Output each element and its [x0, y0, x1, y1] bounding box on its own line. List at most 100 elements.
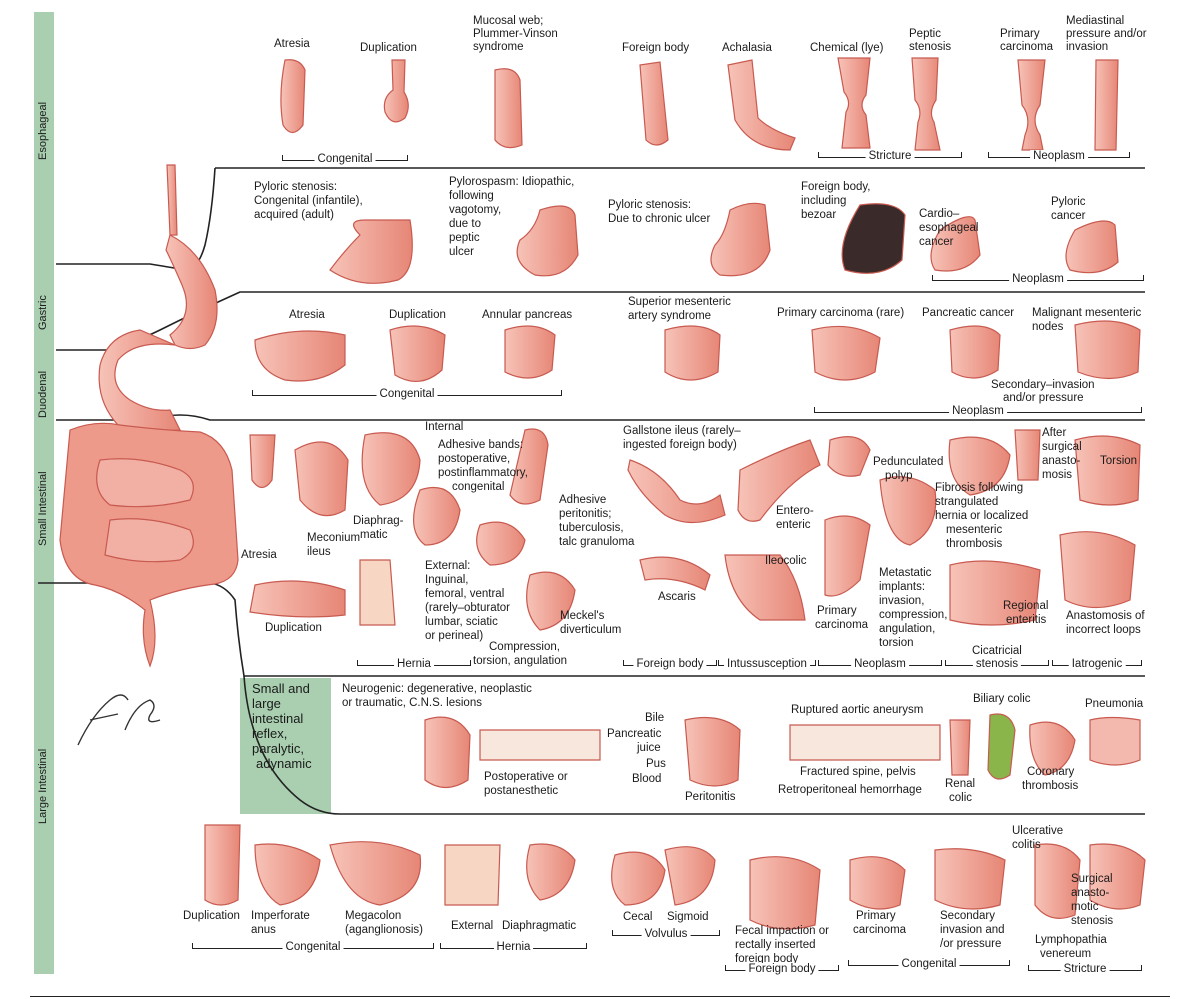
label-large-external: External	[451, 920, 494, 932]
label-cicatricial: Cicatricial	[972, 645, 1022, 657]
label-postoperative-2: postanesthetic	[484, 785, 559, 797]
label-large-secondary-1: Secondary	[940, 910, 995, 922]
label-pyloric-cancer-2: cancer	[1051, 210, 1086, 222]
label-regional-enteritis-1: Regional	[1003, 600, 1049, 612]
label-pylorospasm-2: following	[449, 190, 494, 202]
label-after-surgical-2: surgical	[1042, 441, 1082, 453]
label-diaphragmatic-2: matic	[360, 529, 388, 541]
label-adhesive-peritonitis-4: talc granuloma	[559, 536, 635, 548]
label-coronary-2: thrombosis	[1022, 780, 1079, 792]
label-mucosal-web-3: syndrome	[473, 41, 524, 53]
bracket-duodenal-neoplasm: Neoplasm	[814, 405, 1142, 418]
adynamic-line-6: adynamic	[256, 756, 312, 771]
adynamic-line-3: intestinal	[252, 711, 304, 726]
label-external-hernia-3: femoral, ventral	[425, 588, 505, 600]
label-gastric-foreign-body-1: Foreign body,	[801, 181, 871, 193]
label-meconium-1: Meconium	[307, 532, 361, 544]
adynamic-line-5: paralytic,	[252, 741, 305, 756]
bracket-large-congenital: Congenital	[192, 941, 434, 954]
label-pancreatic-2: juice	[637, 742, 661, 754]
label-esophageal-duplication: Duplication	[360, 42, 417, 54]
bracket-large-foreign-body: Foreign body	[725, 963, 839, 976]
label-adhesive-peritonitis-3: tuberculosis,	[559, 522, 624, 534]
bracket-small-foreign-body: Foreign body	[623, 658, 717, 671]
label-mediastinal-1: Mediastinal	[1066, 15, 1125, 27]
label-external-hernia-4: (rarely–obturator	[425, 602, 511, 614]
label-cardioesophageal-1: Cardio–	[919, 208, 960, 220]
label-blood: Blood	[632, 773, 662, 785]
label-mediastinal-2: pressure and/or	[1066, 28, 1147, 40]
label-neurogenic-2: or traumatic, C.N.S. lesions	[342, 697, 482, 709]
label-imperforate-2: anus	[251, 924, 276, 936]
organ-thumbnails	[204, 57, 1146, 930]
label-surgical-stenosis-2: anasto-	[1071, 887, 1110, 899]
label-esophageal-atresia: Atresia	[274, 38, 310, 50]
label-pyloric-stenosis-1: Pyloric stenosis:	[254, 181, 338, 193]
label-metastatic-5: angulation,	[879, 623, 936, 635]
label-fibrosis-1: Fibrosis following	[935, 482, 1024, 494]
adynamic-panel	[240, 678, 331, 814]
label-meckels-1: Meckel's	[560, 610, 605, 622]
label-pedunculated-1: Pedunculated	[873, 456, 944, 468]
label-fibrosis-5: thrombosis	[946, 538, 1003, 550]
label-neurogenic-1: Neurogenic: degenerative, neoplastic	[342, 683, 532, 695]
bracket-large-neoplasm-congenital: Congenital	[848, 958, 1010, 971]
label-coronary-1: Coronary	[1027, 766, 1075, 778]
label-fecal-impaction-1: Fecal impaction or	[735, 925, 829, 937]
label-ulcerative-1: Ulcerative	[1012, 825, 1064, 837]
label-peptic-stenosis-2: stenosis	[909, 41, 952, 53]
label-ileocolic: Ileocolic	[765, 555, 807, 567]
label-megacolon-1: Megacolon	[345, 910, 402, 922]
label-mediastinal-3: invasion	[1066, 41, 1109, 53]
label-meckels-2: diverticulum	[560, 624, 622, 636]
label-imperforate-1: Imperforate	[251, 910, 310, 922]
label-small-duplication: Duplication	[265, 622, 322, 634]
adynamic-line-4: reflex,	[252, 726, 288, 741]
label-biliary-colic: Biliary colic	[973, 693, 1031, 705]
label-metastatic-3: invasion,	[879, 595, 925, 607]
label-metastatic-2: implants:	[879, 581, 926, 593]
label-compression-1: Compression,	[489, 641, 560, 653]
label-external-hernia-6: or perineal)	[425, 630, 484, 642]
label-meconium-2: ileus	[307, 546, 331, 558]
label-fibrosis-3: hernia or localized	[935, 510, 1029, 522]
bracket-small-intussusception: Intussusception	[718, 658, 816, 671]
label-mucosal-web-1: Mucosal web;	[473, 15, 544, 27]
overview-anatomy	[59, 164, 239, 668]
label-large-diaphragmatic: Diaphragmatic	[502, 920, 577, 932]
label-regional-enteritis-2: enteritis	[1006, 614, 1047, 626]
label-large-duplication: Duplication	[183, 910, 240, 922]
label-small-primary-carcinoma-1: Primary	[817, 605, 857, 617]
label-renal-colic-1: Renal	[945, 778, 976, 790]
label-surgical-stenosis-1: Surgical	[1071, 873, 1113, 885]
label-lymphopathia-1: Lymphopathia	[1035, 934, 1107, 946]
label-adhesive-peritonitis-1: Adhesive	[559, 494, 607, 506]
label-annular-pancreas: Annular pancreas	[482, 309, 573, 321]
label-pylorospasm-6: ulcer	[449, 246, 474, 258]
label-pylorospasm-4: due to	[449, 218, 481, 230]
label-mucosal-web-2: Plummer-Vinson	[473, 28, 558, 40]
label-adhesive-bands-3: postinflammatory,	[438, 467, 528, 479]
label-gallstone-ileus-2: ingested foreign body)	[623, 439, 737, 451]
label-adhesive-bands-1: Adhesive bands:	[438, 439, 524, 451]
label-large-secondary-2: invasion and	[940, 924, 1005, 936]
label-sigmoid: Sigmoid	[667, 911, 709, 923]
label-adhesive-bands-2: postoperative,	[438, 453, 511, 465]
label-pylorospasm-3: vagotomy,	[449, 204, 502, 216]
label-cardioesophageal-3: cancer	[919, 236, 954, 248]
label-pylorospasm-1: Pylorospasm: Idiopathic,	[449, 176, 575, 188]
label-external-hernia-5: lumbar, sciatic	[425, 616, 498, 628]
label-incorrect-loops-2: incorrect loops	[1066, 624, 1141, 636]
label-mesenteric-nodes-1: Malignant mesenteric	[1032, 307, 1142, 319]
bracket-small-iatrogenic: Iatrogenic	[1052, 658, 1142, 671]
label-pylorospasm-5: peptic	[449, 232, 480, 244]
label-after-surgical-1: After	[1042, 427, 1067, 439]
label-pneumonia: Pneumonia	[1085, 698, 1144, 710]
label-metastatic-6: torsion	[879, 637, 914, 649]
label-duodenal-atresia: Atresia	[289, 309, 325, 321]
label-after-surgical-4: mosis	[1042, 469, 1073, 481]
label-duodenal-duplication: Duplication	[389, 309, 446, 321]
label-cecal: Cecal	[623, 911, 653, 923]
label-sma-syndrome-2: artery syndrome	[628, 310, 712, 322]
